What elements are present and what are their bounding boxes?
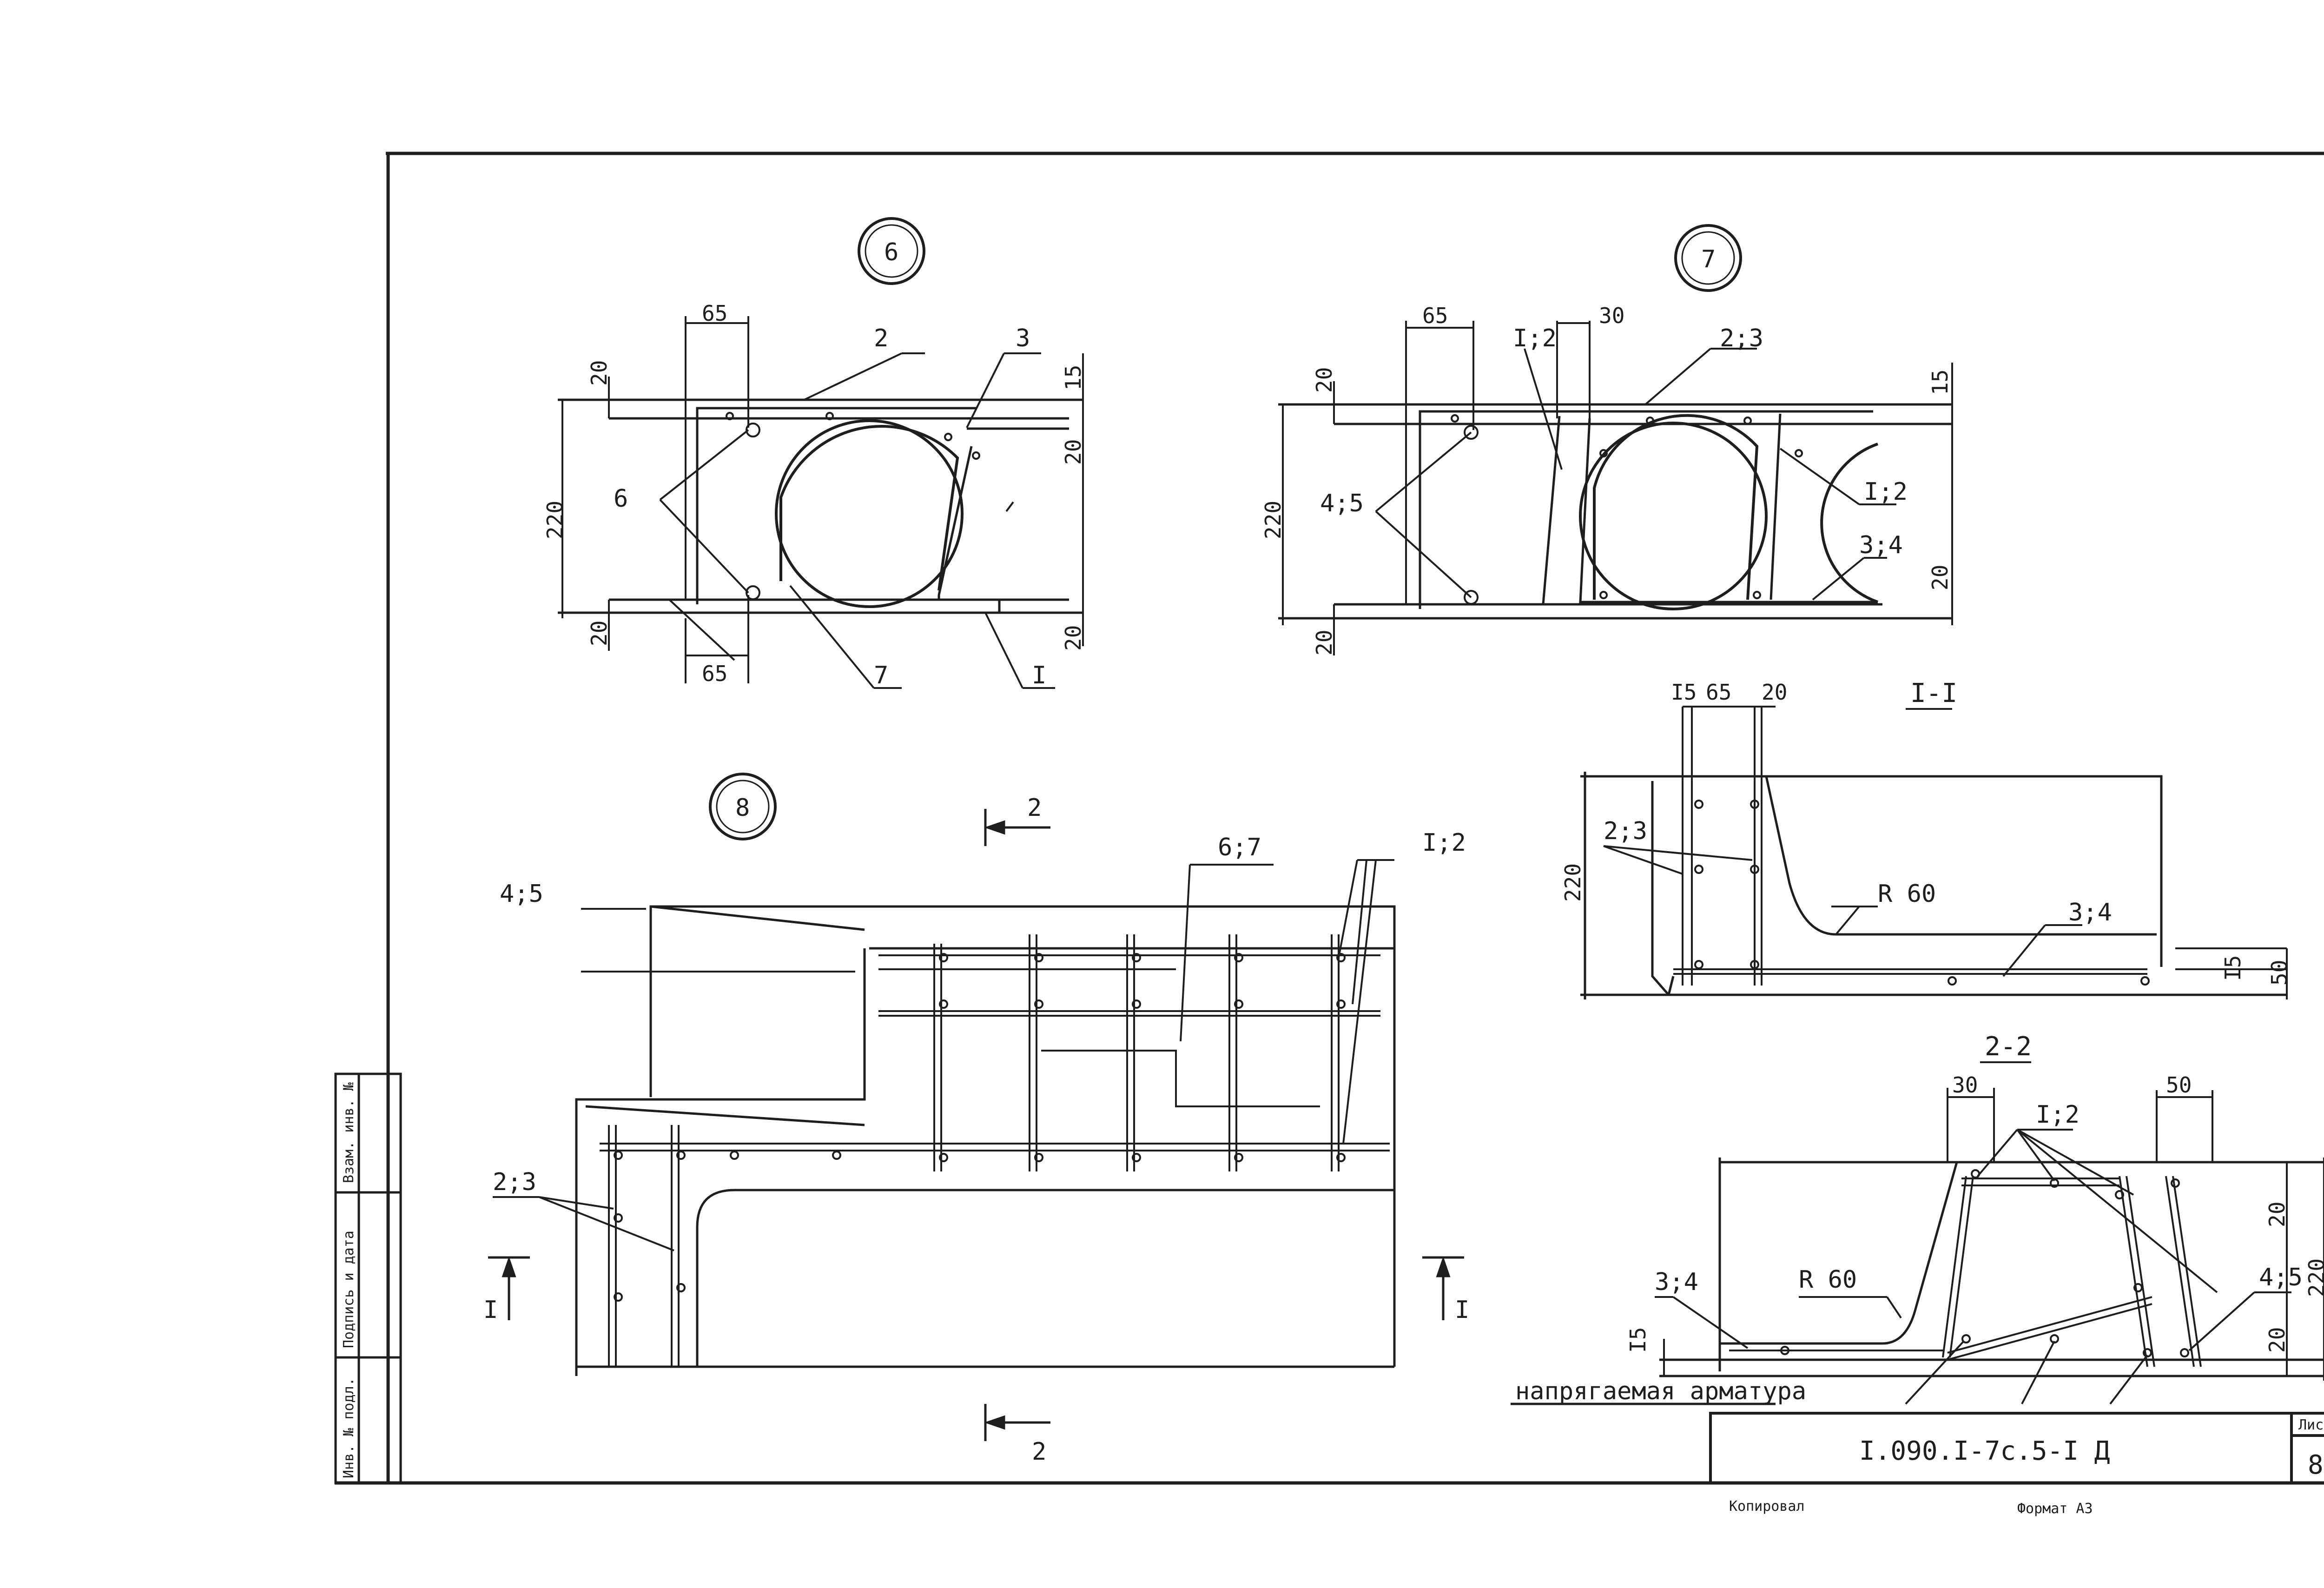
section-I-I: I-I [1560,678,2292,999]
detail-6-callout-I: I [1032,662,1046,689]
detail-7-callout-23: 2;3 [1720,324,1763,352]
detail-7-marker: 7 [1674,224,1742,292]
detail-6-loop [775,419,964,608]
section-2-2-title: 2-2 [1985,1032,2032,1062]
detail-8-callout-23: 2;3 [493,1168,536,1196]
side-stamp-replace-inv: Взам. инв. № [341,1082,357,1183]
detail-8-marker: 8 [709,773,777,840]
section-I-I-dim-15: I5 [1671,680,1697,705]
detail-7-outline [1278,403,1952,620]
detail-6-dim-right-mid-20: 20 [1061,439,1086,465]
detail-6-dim-left-top-20: 20 [587,360,612,386]
section-I-I-dim-65: 65 [1706,680,1731,705]
detail-6-dim-right-bottom-20: 20 [1061,625,1086,651]
detail-7-marker-number: 7 [1701,245,1716,273]
detail-6-callout-6: 6 [614,485,628,513]
detail-7-dim-right-bottom-20: 20 [1928,565,1953,590]
detail-6-dim-right-top-15: 15 [1061,365,1086,390]
section-I-I-callout-23: 2;3 [1604,817,1647,845]
detail-8-callout-12: I;2 [1422,829,1466,857]
detail-8: 8 [483,773,1469,1466]
detail-6-marker-number: 6 [884,238,898,266]
detail-6-dim-top-65: 65 [702,301,727,326]
section-2-2-dim-30: 30 [1952,1072,1978,1098]
section-2-2-callout-prestressed: напрягаемая арматура [1515,1377,1806,1405]
detail-8-bars [493,859,1394,1367]
section-I-I-dim-right-15: I5 [2220,955,2245,981]
copied-by-label: Копировал [1729,1498,1805,1515]
detail-7-callout-12-left: I;2 [1513,324,1557,352]
section-2-2-callout-34: 3;4 [1655,1268,1698,1296]
section-I-I-bars [1603,706,2288,999]
detail-8-outline [575,905,1396,1376]
detail-7-dim-left-top-20: 20 [1312,367,1337,393]
section-2-2-outline [1511,1158,2324,1405]
section-mark-I-right [1422,1256,1464,1320]
section-I-I-dim-20: 20 [1762,680,1787,705]
section-2-2-callout-r60: R 60 [1799,1266,1857,1294]
detail-7-callout-12-right: I;2 [1864,478,1908,506]
format-label: Формат А3 [2017,1501,2093,1517]
sheet-number: 8 [2308,1450,2324,1480]
detail-6-outline [558,398,1083,614]
section-2-2: 2-2 [1511,1032,2324,1405]
detail-7-dim-220: 220 [1261,501,1286,539]
detail-7: 7 [1261,224,1953,655]
sheet-frame [335,152,2324,1485]
detail-7-dim-right-top-15: 15 [1928,370,1953,395]
side-stamp: Взам. инв. № Подпись и дата Инв. № подл. [334,1072,402,1484]
side-stamp-inv-orig: Инв. № подл. [341,1377,357,1478]
detail-7-bars [1282,321,1953,655]
detail-6-marker: 6 [858,217,925,285]
detail-8-section-I-right: I [1455,1296,1469,1324]
detail-7-callout-45: 4;5 [1320,490,1364,517]
section-2-2-callout-45: 4;5 [2259,1264,2303,1291]
section-I-I-outline [1580,772,2287,999]
detail-8-callout-45: 4;5 [500,880,543,908]
section-2-2-dim-50: 50 [2166,1072,2192,1098]
section-I-I-dim-220: 220 [1560,863,1585,902]
section-2-2-callout-12: I;2 [2036,1101,2080,1129]
detail-7-loop [1579,414,1878,610]
detail-6-callout-2: 2 [874,324,888,352]
detail-7-dim-top-30: 30 [1599,303,1624,328]
detail-8-section-I-left: I [483,1296,498,1324]
title-block: I.090.I-7с.5-I Д Лист 8 Копировал Формат… [1709,1412,2324,1517]
detail-8-callout-67: 6;7 [1218,834,1261,861]
detail-8-marker-number: 8 [735,794,750,822]
section-2-2-bars [1655,1088,2324,1405]
section-I-I-title: I-I [1910,678,1957,708]
section-I-I-callout-r60: R 60 [1878,880,1936,908]
detail-6: 6 [542,217,1086,689]
section-2-2-dim-right-20-top: 20 [2265,1202,2290,1227]
detail-6-callout-3: 3 [1016,324,1030,352]
detail-6-dim-left-bottom-20: 20 [587,621,612,646]
detail-6-dim-220: 220 [542,501,568,539]
section-mark-2-bottom [984,1404,1050,1441]
section-I-I-dim-right-50: 50 [2267,960,2292,986]
sheet-label: Лист [2298,1417,2324,1433]
section-2-2-dim-left-15: I5 [1625,1327,1651,1353]
document-code: I.090.I-7с.5-I Д [1859,1436,2110,1466]
section-mark-I-left [488,1256,530,1320]
detail-7-dim-left-bottom-20: 20 [1312,630,1337,655]
detail-7-callout-34: 3;4 [1859,531,1903,559]
section-mark-2-top [984,809,1050,846]
section-I-I-callout-34: 3;4 [2068,899,2112,926]
section-2-2-dim-220: 220 [2304,1258,2324,1297]
detail-7-dim-top-65: 65 [1422,303,1448,328]
detail-6-dim-bottom-65: 65 [702,661,727,686]
section-2-2-dim-right-20-bottom: 20 [2265,1327,2290,1353]
detail-6-bars [561,316,1084,689]
detail-8-section-2-bottom: 2 [1032,1438,1046,1466]
detail-6-callout-7: 7 [874,662,888,689]
side-stamp-sign-date: Подпись и дата [341,1231,357,1348]
detail-8-section-2-top: 2 [1027,794,1042,822]
